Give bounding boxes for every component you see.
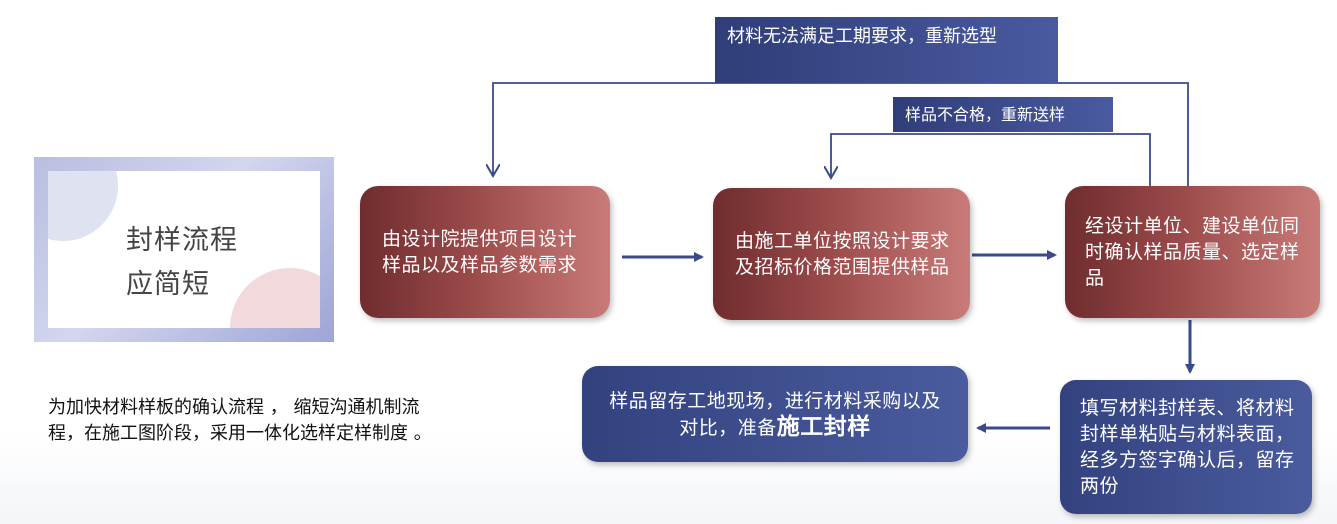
- step-3-text: 经设计单位、建设单位同时确认样品质量、选定样品: [1085, 215, 1300, 289]
- step-1-design-institute: 由设计院提供项目设计样品以及样品参数需求: [360, 186, 610, 318]
- step-2-contractor-samples: 由施工单位按照设计要求及招标价格范围提供样品: [713, 188, 970, 320]
- step-5-text: 样品留存工地现场，进行材料采购以及对比，准备施工封样: [606, 388, 944, 441]
- step-5-emphasis: 施工封样: [776, 413, 871, 440]
- loop-resend-line: [831, 133, 1151, 186]
- step-5-prefix: 样品留存工地现场，进行材料采购以及对比，准备: [609, 389, 941, 439]
- loop-reselect-line: [493, 82, 1189, 186]
- step-4-seal-form: 填写材料封样表、将材料封样单粘贴与材料表面，经多方签字确认后，留存两份: [1060, 380, 1312, 514]
- step-2-text: 由施工单位按照设计要求及招标价格范围提供样品: [735, 230, 950, 278]
- step-3-confirm-samples: 经设计单位、建设单位同时确认样品质量、选定样品: [1065, 186, 1320, 318]
- title-card-inner: 封样流程 应简短: [48, 171, 320, 328]
- feedback-resend-label: 样品不合格，重新送样: [893, 97, 1113, 132]
- title-card: 封样流程 应简短: [34, 157, 334, 342]
- title-line-1: 封样流程: [126, 225, 238, 256]
- step-1-text: 由设计院提供项目设计样品以及样品参数需求: [382, 228, 578, 276]
- title-line-2: 应简短: [126, 269, 210, 300]
- description-text: 为加快材料样板的确认流程 ， 缩短沟通机制流程，在施工图阶段，采用一体化选样定样…: [48, 397, 432, 444]
- feedback-reselect-label: 材料无法满足工期要求，重新选型: [715, 17, 1058, 83]
- step-5-site-storage: 样品留存工地现场，进行材料采购以及对比，准备施工封样: [582, 366, 968, 462]
- page-title: 封样流程 应简短: [126, 219, 238, 307]
- step-4-text: 填写材料封样表、将材料封样单粘贴与材料表面，经多方签字确认后，留存两份: [1080, 397, 1295, 497]
